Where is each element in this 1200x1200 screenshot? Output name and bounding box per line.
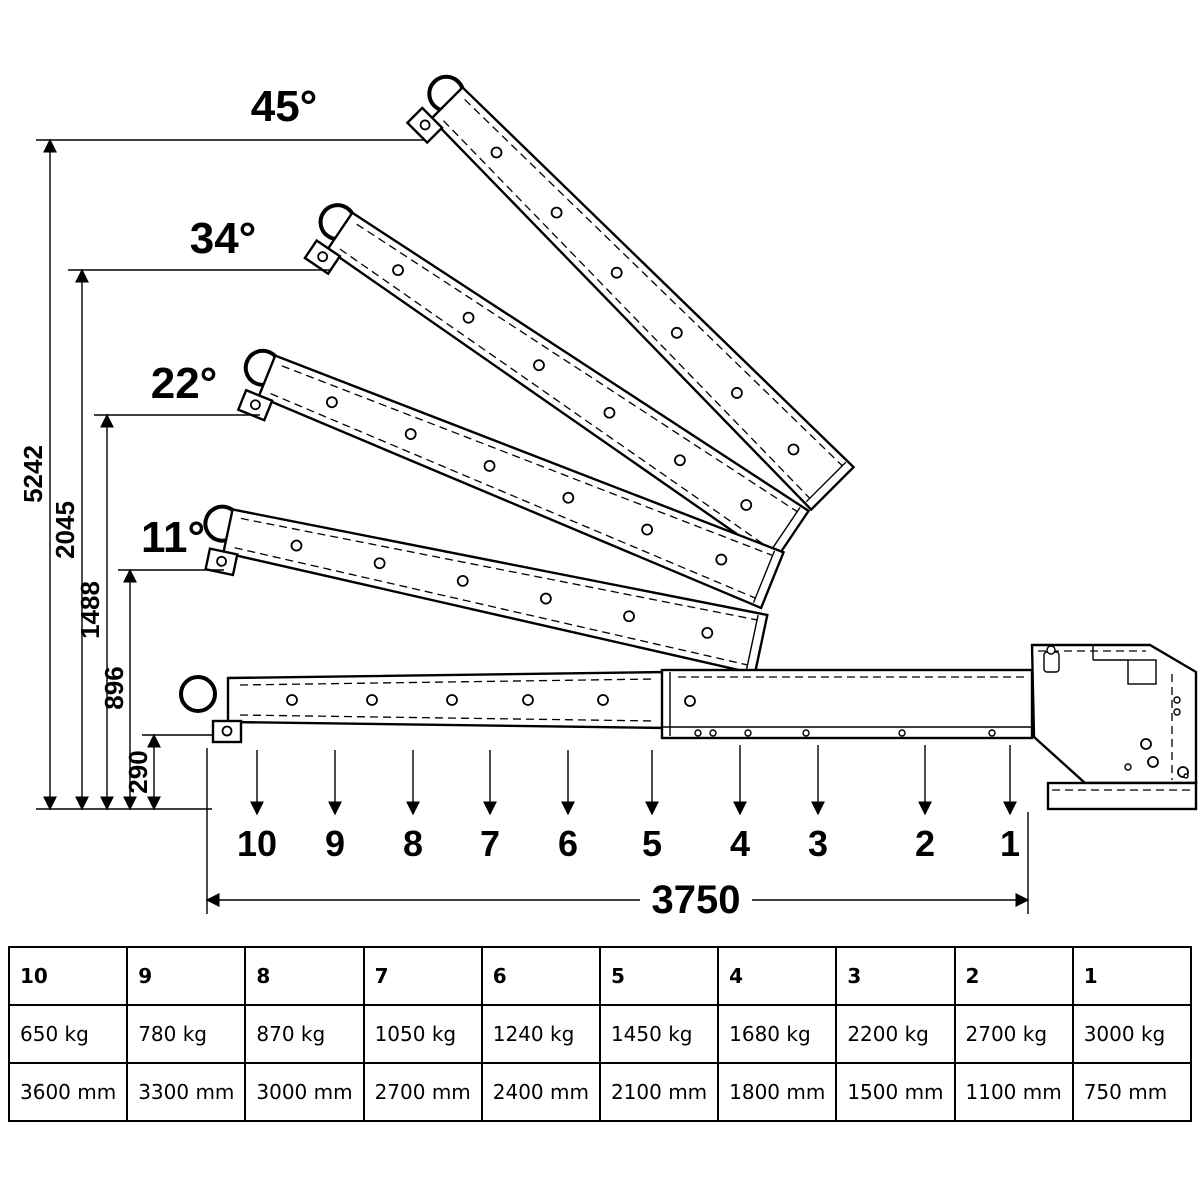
position-cell: 1 <box>1071 946 1193 1006</box>
angle-label-34: 34° <box>190 214 257 263</box>
angle-label-45: 45° <box>251 82 318 131</box>
load-cell: 870 kg <box>244 1004 365 1064</box>
length-cell: 3300 mm <box>126 1062 247 1122</box>
position-marker-7: 7 <box>480 750 500 864</box>
dim-label-1488: 1488 <box>75 581 105 639</box>
position-marker-9: 9 <box>325 750 345 864</box>
length-cell: 1800 mm <box>717 1062 838 1122</box>
length-cell: 1500 mm <box>835 1062 956 1122</box>
load-capacity-table: 10 9 8 7 6 5 4 3 2 1 650 kg 780 kg 870 k… <box>7 946 1193 1122</box>
load-cell: 3000 kg <box>1071 1004 1193 1064</box>
position-marker-2: 2 <box>915 745 935 864</box>
position-cell: 2 <box>953 946 1074 1006</box>
position-marker-8: 8 <box>403 750 423 864</box>
load-cell: 2700 kg <box>953 1004 1074 1064</box>
angle-label-11: 11° <box>141 513 205 562</box>
svg-text:10: 10 <box>237 823 277 864</box>
length-cell: 750 mm <box>1071 1062 1193 1122</box>
position-marker-10: 10 <box>237 750 277 864</box>
svg-text:3: 3 <box>808 823 828 864</box>
length-cell: 2700 mm <box>362 1062 483 1122</box>
position-cell: 6 <box>480 946 601 1006</box>
length-cell: 3000 mm <box>244 1062 365 1122</box>
load-cell: 650 kg <box>7 1004 129 1064</box>
position-marker-1: 1 <box>1000 745 1020 864</box>
length-dimension: 3750 <box>205 748 1030 922</box>
svg-text:4: 4 <box>730 823 750 864</box>
length-cell: 3600 mm <box>7 1062 129 1122</box>
table-row-positions: 10 9 8 7 6 5 4 3 2 1 <box>7 946 1193 1006</box>
position-cell: 7 <box>362 946 483 1006</box>
load-cell: 780 kg <box>126 1004 247 1064</box>
position-cell: 3 <box>835 946 956 1006</box>
position-marker-6: 6 <box>558 750 578 864</box>
length-cell: 2100 mm <box>598 1062 720 1122</box>
crane-diagram: 45° 34° 22° 11° 5242 2045 1488 896 290 <box>18 0 1198 922</box>
position-markers: 10 9 8 7 6 5 4 <box>237 745 1020 864</box>
capacity-table-wrap: 10 9 8 7 6 5 4 3 2 1 650 kg 780 kg 870 k… <box>7 946 1193 1122</box>
svg-text:6: 6 <box>558 823 578 864</box>
svg-text:5: 5 <box>642 823 662 864</box>
dim-label-2045: 2045 <box>50 501 80 559</box>
dim-label-290: 290 <box>123 750 153 793</box>
position-cell: 10 <box>7 946 129 1006</box>
crane-arm-horizontal <box>179 668 1034 744</box>
svg-text:7: 7 <box>480 823 500 864</box>
position-marker-3: 3 <box>808 745 828 864</box>
dim-label-5242: 5242 <box>18 445 48 503</box>
dim-label-3750: 3750 <box>652 878 741 922</box>
table-row-loads: 650 kg 780 kg 870 kg 1050 kg 1240 kg 145… <box>7 1004 1193 1064</box>
position-cell: 8 <box>244 946 365 1006</box>
position-cell: 5 <box>598 946 720 1006</box>
load-cell: 1680 kg <box>717 1004 838 1064</box>
position-marker-4: 4 <box>730 745 750 864</box>
height-dimensions: 5242 2045 1488 896 290 <box>18 138 424 811</box>
position-cell: 9 <box>126 946 247 1006</box>
angle-label-22: 22° <box>151 359 218 408</box>
dim-label-896: 896 <box>99 666 129 709</box>
position-cell: 4 <box>717 946 838 1006</box>
length-cell: 1100 mm <box>953 1062 1074 1122</box>
svg-text:2: 2 <box>915 823 935 864</box>
position-marker-5: 5 <box>642 750 662 864</box>
svg-text:8: 8 <box>403 823 423 864</box>
load-cell: 1050 kg <box>362 1004 483 1064</box>
length-cell: 2400 mm <box>480 1062 601 1122</box>
crane-base <box>1030 643 1198 811</box>
table-row-lengths: 3600 mm 3300 mm 3000 mm 2700 mm 2400 mm … <box>7 1062 1193 1122</box>
svg-text:9: 9 <box>325 823 345 864</box>
load-cell: 2200 kg <box>835 1004 956 1064</box>
load-cell: 1240 kg <box>480 1004 601 1064</box>
svg-text:1: 1 <box>1000 823 1020 864</box>
load-cell: 1450 kg <box>598 1004 720 1064</box>
